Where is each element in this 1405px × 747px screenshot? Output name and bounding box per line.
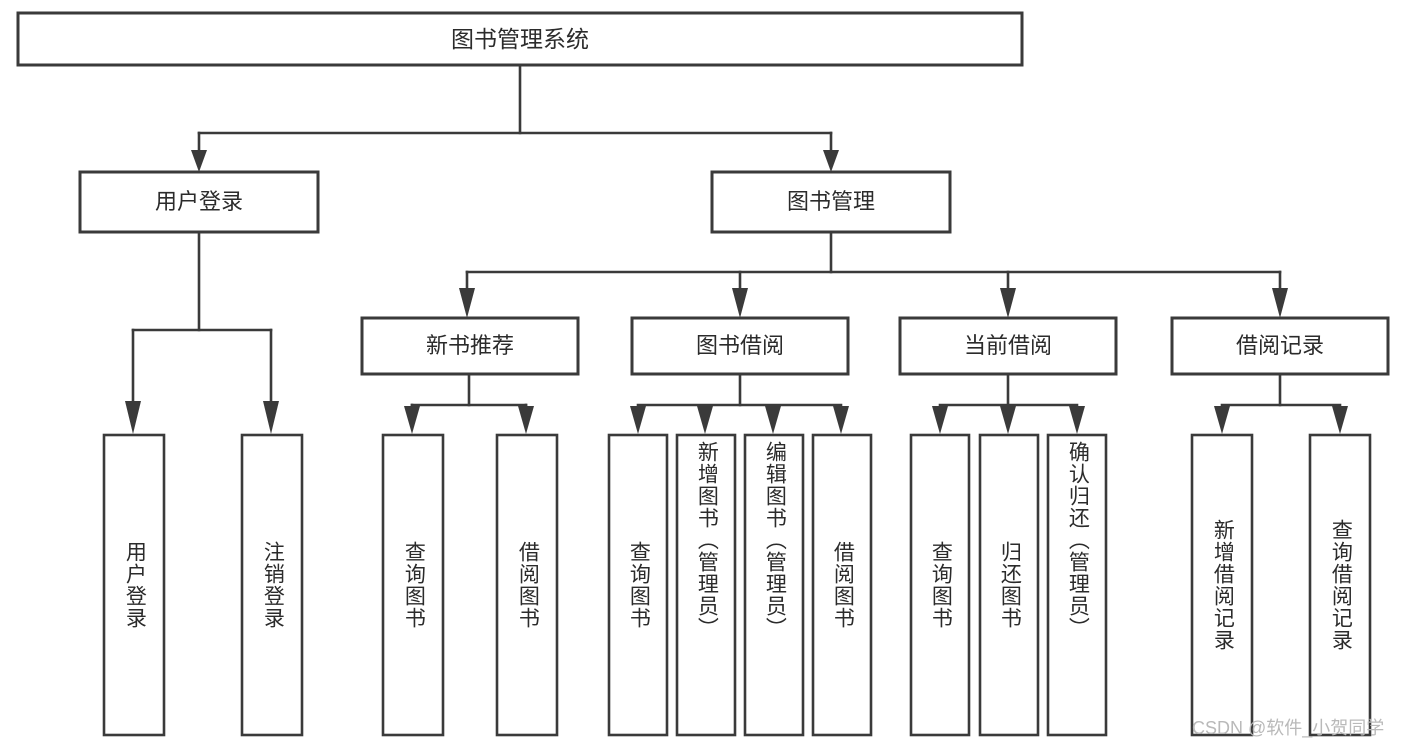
arrow-head-leaf-query-book-2 (630, 406, 646, 434)
arrow-head-book-manage (823, 150, 839, 172)
arrow-head-leaf-borrow-book-1 (518, 406, 534, 434)
node-book-manage[interactable]: 图书管理 (710, 170, 952, 234)
arrow-head-current-borrow (1000, 288, 1016, 318)
arrow-head-new-book-recommend (459, 288, 475, 318)
node-current-borrow-box[interactable] (898, 316, 1118, 376)
node-book-borrow-label: 图书借阅 (696, 333, 784, 358)
arrow-head-leaf-add-record (1214, 406, 1230, 434)
node-root[interactable]: 图书管理系统 (16, 11, 1024, 67)
node-user-login-box[interactable] (78, 170, 320, 234)
node-book-borrow-box[interactable] (630, 316, 850, 376)
node-current-borrow[interactable]: 当前借阅 (898, 316, 1118, 376)
node-book-manage-label: 图书管理 (787, 189, 875, 214)
node-user-login-label: 用户登录 (155, 189, 243, 214)
arrow-head-leaf-borrow-book-2 (833, 406, 849, 434)
arrow-head-user-login (191, 150, 207, 172)
arrow-head-borrow-record (1272, 288, 1288, 318)
node-leaf-add-record-box[interactable] (1190, 433, 1254, 737)
arrow-head-leaf-confirm-return (1069, 406, 1085, 434)
node-leaf-add-book-box[interactable] (675, 433, 737, 737)
arrow-head-leaf-user-logout (263, 401, 279, 434)
arrow-head-leaf-add-book (697, 406, 713, 434)
node-leaf-query-book-1-box[interactable] (381, 433, 445, 737)
node-leaf-query-book-2-box[interactable] (607, 433, 669, 737)
node-leaf-borrow-book-2-box[interactable] (811, 433, 873, 737)
node-user-login[interactable]: 用户登录 (78, 170, 320, 234)
node-leaf-confirm-return-box[interactable] (1046, 433, 1108, 737)
node-root-box[interactable] (16, 11, 1024, 67)
node-leaf-user-logout-box[interactable] (240, 433, 304, 737)
node-new-book-recommend-box[interactable] (360, 316, 580, 376)
arrow-head-leaf-user-login (125, 401, 141, 434)
node-current-borrow-label: 当前借阅 (964, 333, 1052, 358)
arrow-head-leaf-edit-book (765, 406, 781, 434)
arrow-head-leaf-query-book-3 (932, 406, 948, 434)
node-leaf-query-record-box[interactable] (1308, 433, 1372, 737)
node-borrow-record-label: 借阅记录 (1236, 333, 1324, 358)
node-book-borrow[interactable]: 图书借阅 (630, 316, 850, 376)
node-leaf-edit-book-box[interactable] (743, 433, 805, 737)
arrow-head-leaf-query-book-1 (404, 406, 420, 434)
node-leaf-return-book-box[interactable] (978, 433, 1040, 737)
node-layer: 图书管理系统 用户登录 图书管理 新书推荐 图书借阅 (16, 11, 1390, 737)
node-leaf-user-login-box[interactable] (102, 433, 166, 737)
node-new-book-recommend-label: 新书推荐 (426, 333, 514, 358)
node-leaf-query-book-3-box[interactable] (909, 433, 971, 737)
connector-layer (125, 63, 1348, 434)
node-new-book-recommend[interactable]: 新书推荐 (360, 316, 580, 376)
node-leaf-borrow-book-1-box[interactable] (495, 433, 559, 737)
node-root-label: 图书管理系统 (451, 26, 589, 52)
arrow-head-book-borrow (732, 288, 748, 318)
node-book-manage-box[interactable] (710, 170, 952, 234)
node-borrow-record-box[interactable] (1170, 316, 1390, 376)
arrow-head-leaf-query-record (1332, 406, 1348, 434)
arrow-head-leaf-return-book (1000, 406, 1016, 434)
node-borrow-record[interactable]: 借阅记录 (1170, 316, 1390, 376)
